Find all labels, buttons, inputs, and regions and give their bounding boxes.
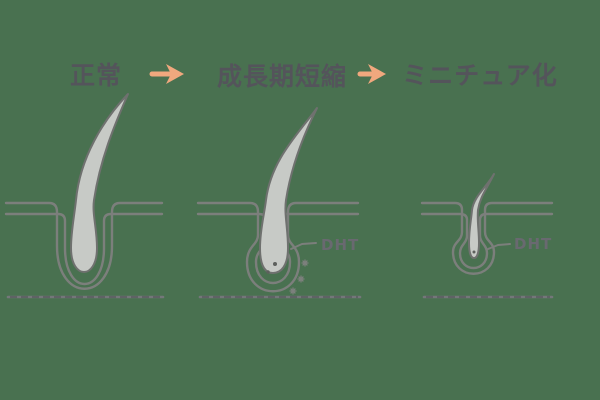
skin-surface-inner-line-1 [4, 212, 164, 286]
stage-miniaturized-label: ミニチュア化 [402, 61, 558, 90]
skin-surface-inner-line-3 [420, 212, 554, 270]
flow-arrow-icon-1 [149, 64, 184, 84]
arrow-head-1 [166, 64, 184, 84]
skin-surface-outer-line-2 [196, 201, 360, 293]
bulb-dot [266, 270, 270, 274]
bulb-dot [472, 250, 476, 254]
dht-pointer-line-2 [290, 242, 317, 250]
bulb-dot [273, 262, 277, 266]
skin-surface-outer-line-3 [420, 201, 554, 275]
arrow-head-2 [368, 64, 386, 84]
stage-miniaturized-figure: ミニチュア化 DHT [402, 61, 558, 299]
hair-shaft-shortened [259, 107, 318, 274]
skin-surface-outer-line-1 [4, 201, 164, 290]
dht-label-3: DHT [514, 235, 552, 253]
flow-arrow-icon-2 [357, 64, 386, 84]
dht-sparkle-icon [297, 275, 305, 283]
hair-shaft-miniaturized [468, 173, 495, 259]
stage-normal-label: 正常 [70, 61, 122, 90]
dht-pointer-line-3 [487, 243, 511, 250]
hair-shaft-normal [70, 93, 129, 273]
dht-sparkle-icon [301, 259, 309, 267]
dht-sparkle-icon [289, 287, 297, 295]
dht-label-2: DHT [321, 236, 359, 254]
stage-normal-figure: 正常 [4, 61, 165, 299]
stage-shortened-label: 成長期短縮 [217, 62, 347, 91]
stage-shortened-figure: 成長期短縮 DHT [196, 62, 362, 299]
